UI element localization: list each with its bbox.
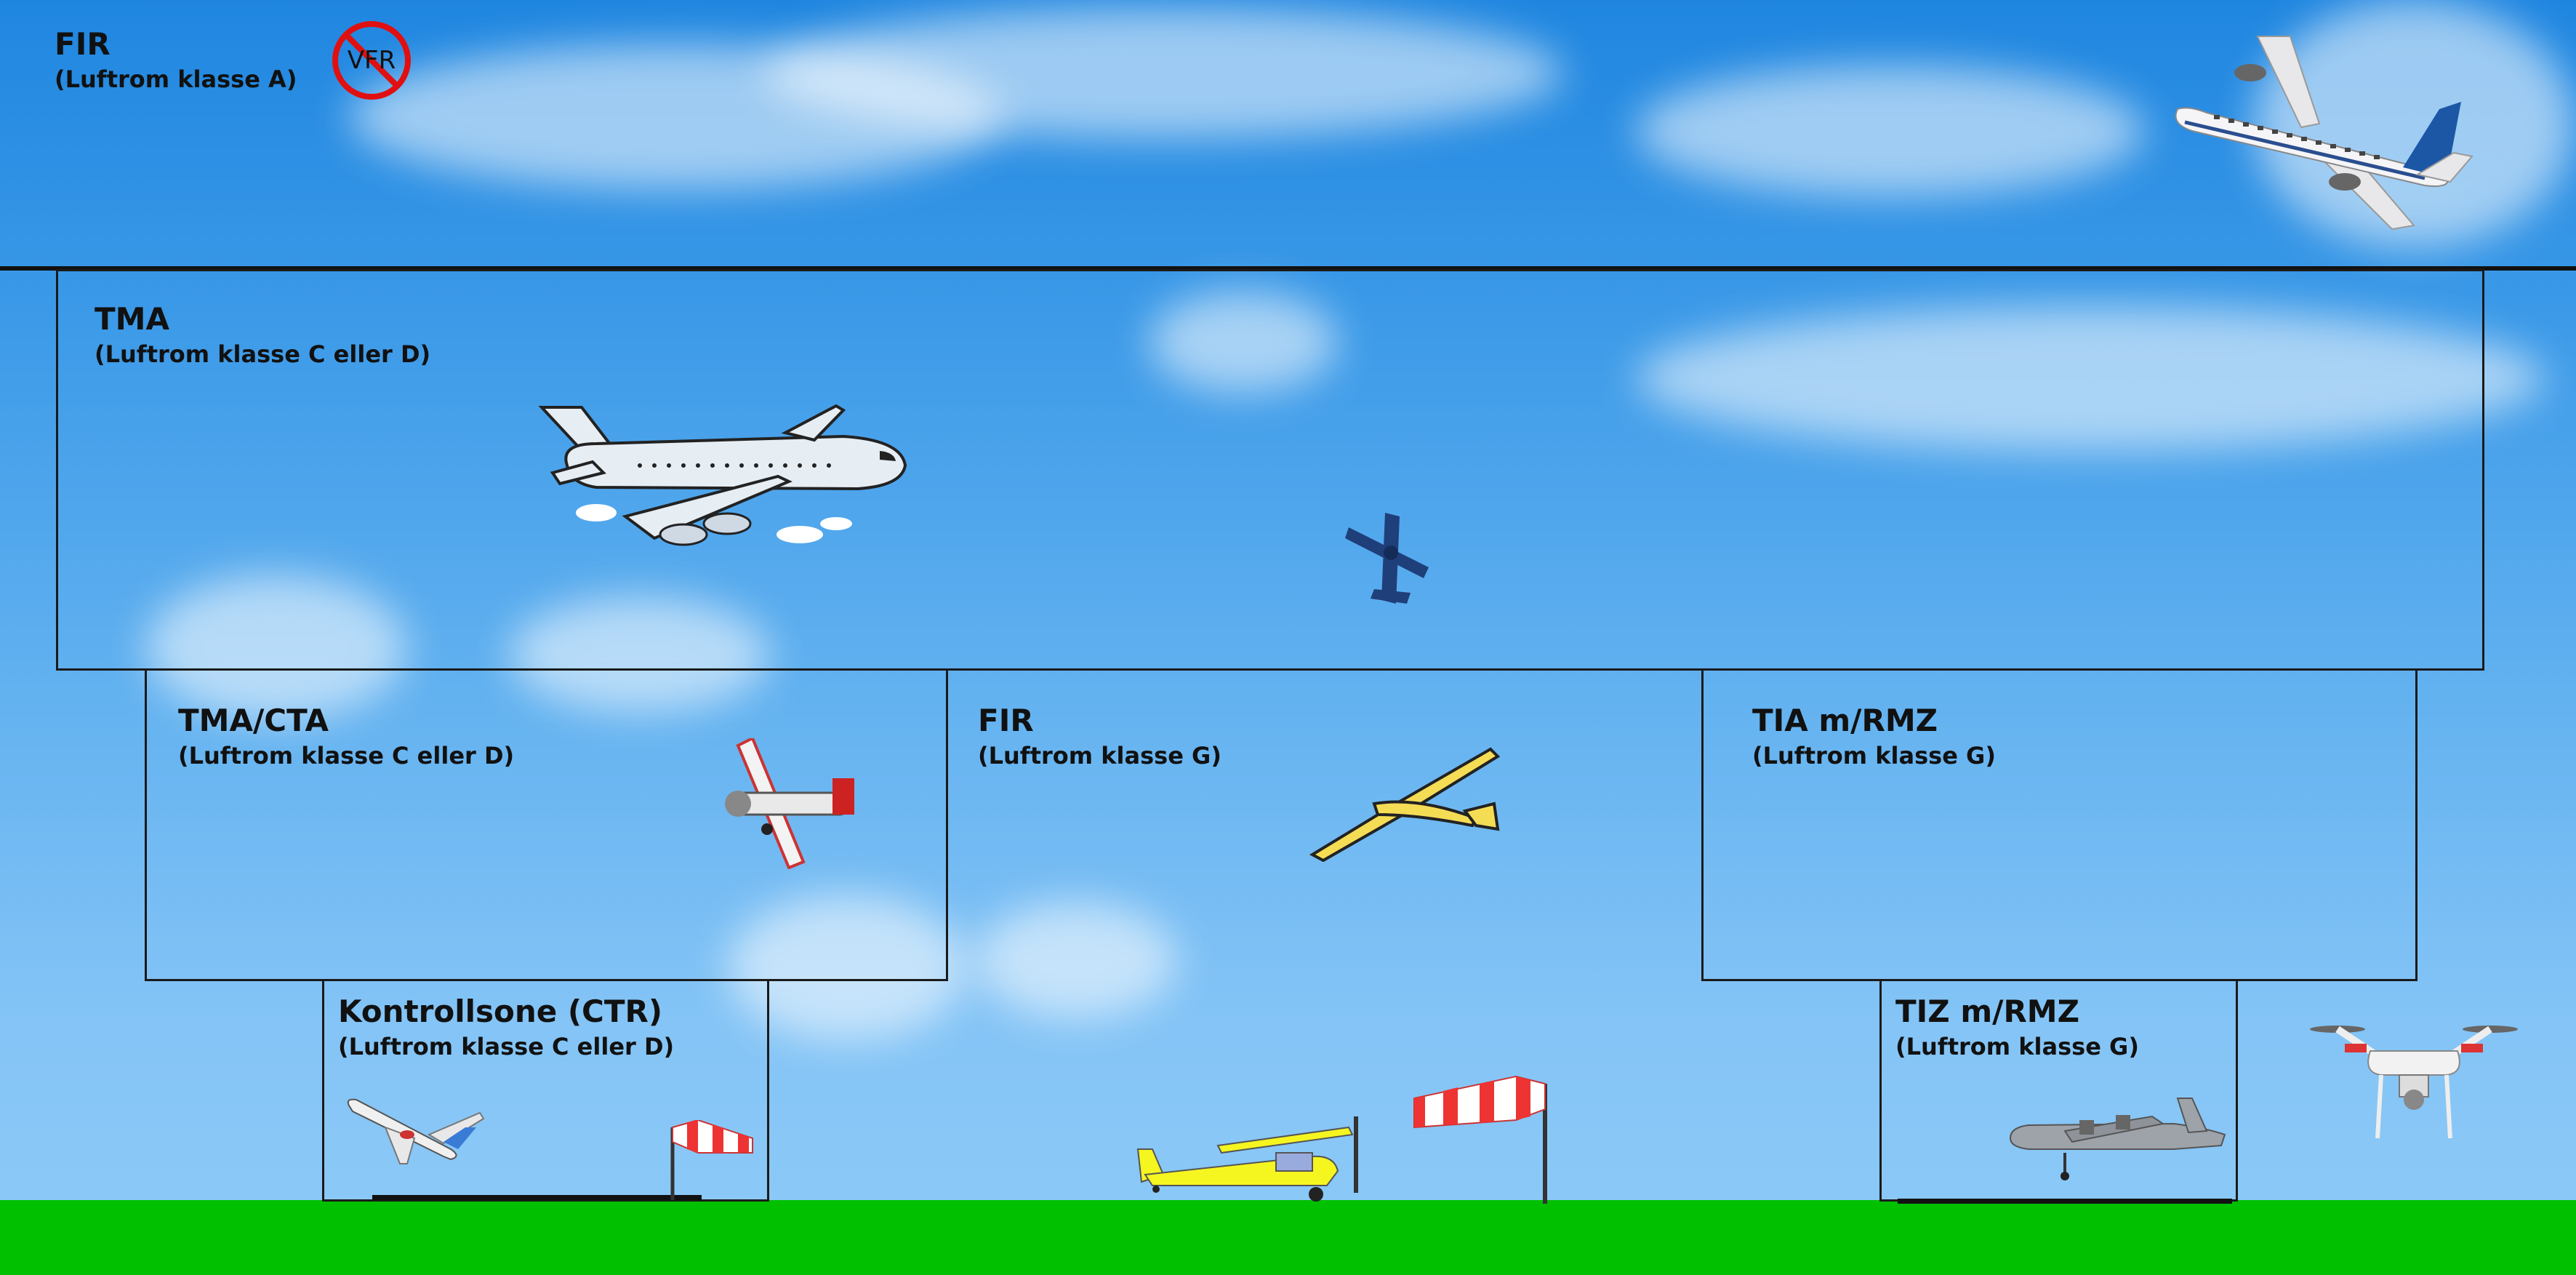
cloud xyxy=(1149,291,1338,393)
tma-title: TMA xyxy=(95,301,169,337)
cartoon-airliner-icon xyxy=(538,404,907,546)
vfr-label: VFR xyxy=(347,46,396,75)
zone-tma xyxy=(56,269,2484,671)
no-vfr-icon: VFR xyxy=(331,20,412,101)
cloud xyxy=(509,596,771,713)
fighter-plane-icon xyxy=(1345,513,1429,604)
tia-title: TIA m/RMZ xyxy=(1752,703,1938,738)
drone-icon xyxy=(2310,1026,2518,1139)
stunt-plane-icon xyxy=(725,738,854,869)
cloud xyxy=(145,575,407,720)
fir-top-title: FIR xyxy=(55,26,111,62)
cloud xyxy=(763,7,1563,138)
propeller-transport-icon xyxy=(2009,1098,2226,1180)
cloud xyxy=(974,902,1178,1018)
ground xyxy=(0,1200,2576,1275)
fir-g-title: FIR xyxy=(978,703,1034,738)
tma-cta-title: TMA/CTA xyxy=(178,703,329,738)
tia-class: (Luftrom klasse G) xyxy=(1752,742,1996,770)
tma-class: (Luftrom klasse C eller D) xyxy=(95,340,431,368)
ctr-runway xyxy=(372,1195,702,1200)
tiz-runway xyxy=(1898,1199,2232,1204)
zone-ctr xyxy=(322,979,769,1202)
fir-top-class: (Luftrom klasse A) xyxy=(55,65,297,93)
windsock-icon xyxy=(1413,1075,1547,1204)
ctr-title: Kontrollsone (CTR) xyxy=(338,994,663,1029)
tiz-class: (Luftrom klasse G) xyxy=(1895,1033,2139,1060)
ctr-class: (Luftrom klasse C eller D) xyxy=(338,1033,675,1060)
class-a-boundary-line xyxy=(0,266,2576,271)
windsock-icon xyxy=(670,1120,753,1200)
jet-airliner-icon xyxy=(347,1098,485,1164)
cloud xyxy=(1636,65,2145,196)
tiz-title: TIZ m/RMZ xyxy=(1895,994,2080,1029)
fir-g-class: (Luftrom klasse G) xyxy=(978,742,1221,770)
cloud xyxy=(1636,305,2545,451)
tma-cta-class: (Luftrom klasse C eller D) xyxy=(178,742,515,770)
airliner-icon xyxy=(2175,36,2473,231)
cub-plane-icon xyxy=(1136,1116,1358,1202)
glider-icon xyxy=(1309,747,1501,862)
